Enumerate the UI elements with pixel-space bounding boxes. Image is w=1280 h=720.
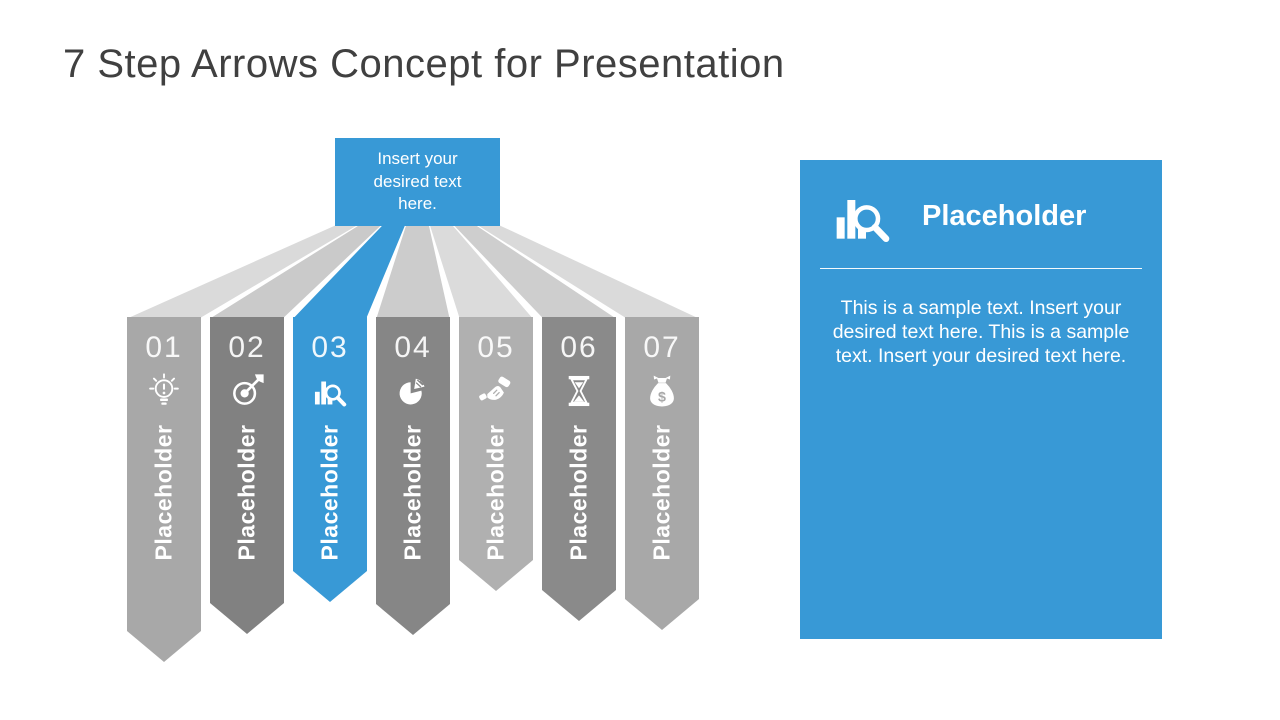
step-column-07: 07 $ Placeholder	[625, 317, 699, 630]
callout-text: Insert your desired text here.	[373, 149, 462, 214]
step-column-05: 05 Placeholder	[459, 317, 533, 591]
step-label: Placeholder	[399, 424, 426, 560]
step-number: 06	[560, 331, 598, 364]
slide-title: 7 Step Arrows Concept for Presentation	[63, 42, 785, 86]
handshake-icon	[477, 372, 515, 410]
step-number: 03	[311, 331, 349, 364]
step-label: Placeholder	[316, 424, 343, 560]
panel-header: Placeholder	[800, 160, 1162, 248]
step-label: Placeholder	[233, 424, 260, 560]
step-number: 02	[228, 331, 266, 364]
step-number: 01	[145, 331, 183, 364]
step-number: 04	[394, 331, 432, 364]
step-number: 05	[477, 331, 515, 364]
bar-chart-magnifier-icon	[311, 372, 349, 410]
step-column-06: 06 Placeholder	[542, 317, 616, 621]
step-label: Placeholder	[150, 424, 177, 560]
step-label: Placeholder	[482, 424, 509, 560]
target-dart-icon	[228, 372, 266, 410]
pie-chart-icon	[394, 372, 432, 410]
hourglass-icon	[560, 372, 598, 410]
step-column-03: 03 Placeholder	[293, 317, 367, 602]
panel-title: Placeholder	[922, 199, 1087, 232]
bar-chart-magnifier-icon	[836, 200, 890, 242]
money-bag-icon: $	[643, 372, 681, 410]
idea-bulb-icon	[145, 372, 183, 410]
step-column-02: 02 Placeholder	[210, 317, 284, 634]
step-number: 07	[643, 331, 681, 364]
step-label: Placeholder	[648, 424, 675, 560]
callout-box: Insert your desired text here.	[335, 138, 500, 226]
step-column-04: 04 Placeholder	[376, 317, 450, 635]
dollar-glyph: $	[658, 389, 666, 405]
step-column-01: 01 Placeholder	[127, 317, 201, 662]
panel-divider	[820, 268, 1142, 269]
description-panel: Placeholder This is a sample text. Inser…	[800, 160, 1162, 639]
panel-body-text: This is a sample text. Insert your desir…	[832, 297, 1130, 367]
step-label: Placeholder	[565, 424, 592, 560]
